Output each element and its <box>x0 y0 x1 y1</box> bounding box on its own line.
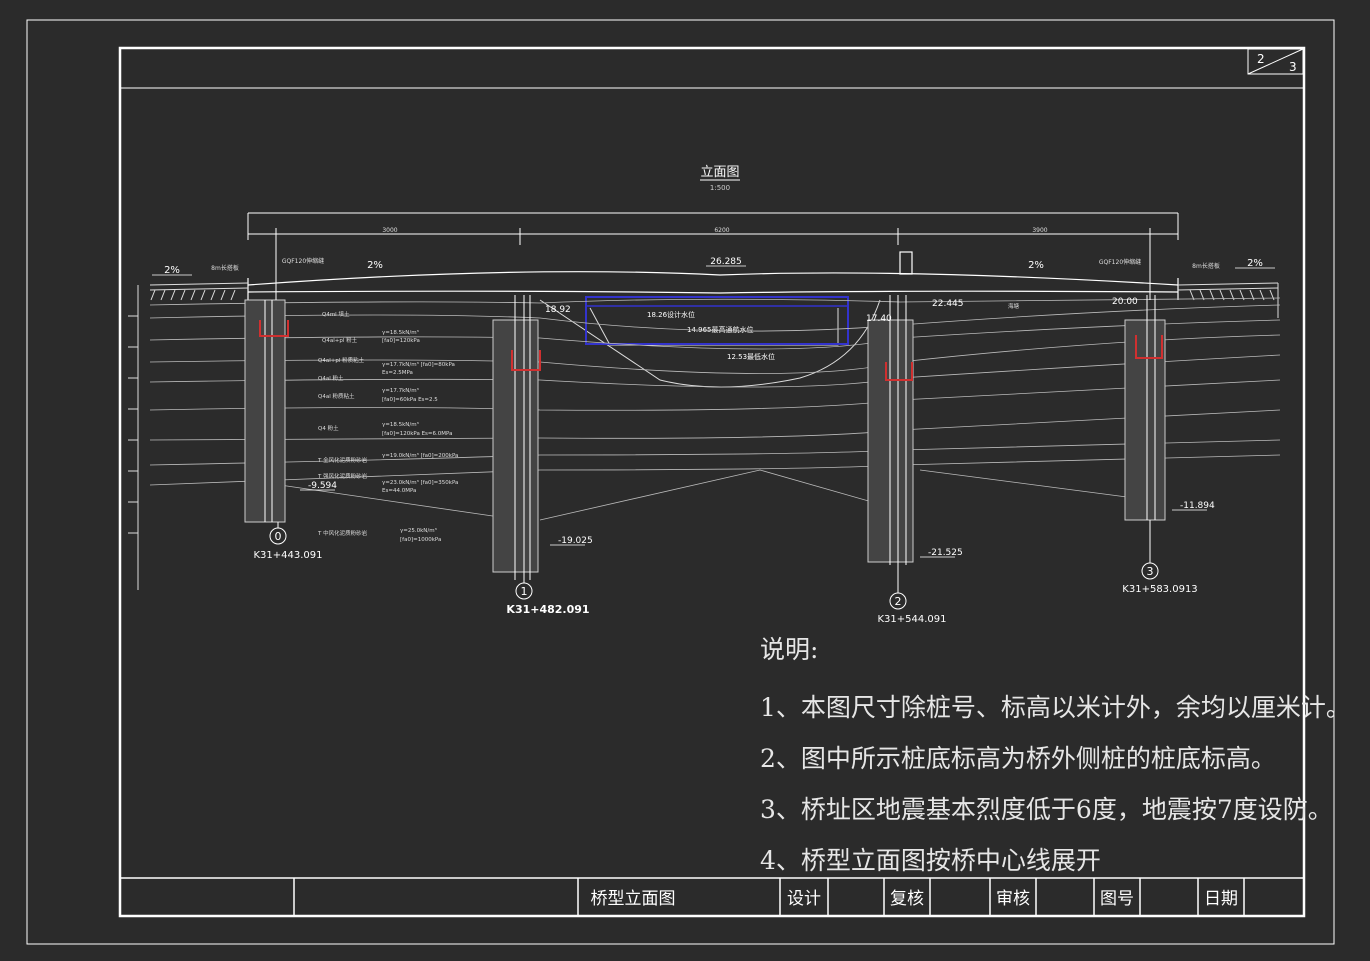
soil-l8: Q4al 粉土 <box>318 374 344 382</box>
soil-l19: Es=44.0MPa <box>382 488 416 494</box>
navigation-clearance <box>585 296 849 345</box>
soil-l9: Q4al 粉质粘土 <box>318 392 355 400</box>
tb-drawing-no: 图号 <box>1100 889 1134 909</box>
soil-l15: T 全风化泥质粉砂岩 <box>317 456 368 464</box>
pier-3-station: K31+583.0913 <box>1122 584 1197 595</box>
title-block <box>120 877 1304 916</box>
soil-l11: [fa0]=60kPa Es=2.5 <box>382 397 438 403</box>
outer-slope-left: 2% <box>164 265 180 276</box>
pier-0-num: 0 <box>275 530 282 543</box>
pier-2-top2: 22.445 <box>932 299 964 309</box>
tb-drawing-name: 桥型立面图 <box>591 889 676 909</box>
pier-1-num: 1 <box>521 585 528 598</box>
pier-0-pile-bottom: -9.594 <box>308 481 337 491</box>
soil-r-top: 海塘 <box>1008 302 1020 310</box>
tb-review: 审核 <box>996 889 1030 909</box>
notes-heading: 说明: <box>760 635 819 664</box>
soil-l2: Q4al+pl 粉土 <box>322 336 358 344</box>
pier-2-station: K31+544.091 <box>877 614 946 625</box>
soil-l22: [fa0]=1000kPa <box>400 537 441 543</box>
drawing-title: 立面图 <box>700 165 739 180</box>
soil-l1: Q4ml 填土 <box>322 310 350 318</box>
tb-check: 复核 <box>890 889 924 909</box>
drawing-scale: 1:500 <box>710 184 730 192</box>
abutment-0 <box>244 240 289 523</box>
soil-l21: γ=25.0kN/m³ <box>400 527 437 534</box>
dim-span-right: 3900 <box>1032 227 1047 234</box>
pier-3-pile-bottom: -11.894 <box>1180 501 1215 511</box>
slope-right: 2% <box>1028 260 1044 271</box>
pier-2-num: 2 <box>895 595 902 608</box>
dimension-lines <box>247 212 1179 245</box>
pier-markers <box>269 520 1159 610</box>
embankments <box>149 282 1279 318</box>
soil-l12: Q4 粉土 <box>318 424 339 432</box>
soil-l17: T 强风化泥质粉砂岩 <box>317 472 368 480</box>
soil-l4: [fa0]=120kPa <box>382 338 420 344</box>
bridge-deck <box>247 251 1179 300</box>
outer-border <box>26 19 1335 945</box>
note-item-2: 2、图中所示桩底标高为桥外侧桩的桩底标高。 <box>760 744 1276 773</box>
pier-2-top: 17.40 <box>866 314 892 324</box>
pier-3-top: 20.00 <box>1112 297 1138 307</box>
soil-l5: Q4al+pl 粉质粘土 <box>318 356 365 364</box>
note-item-1: 1、本图尺寸除桩号、标高以米计外，余均以厘米计。 <box>760 693 1351 722</box>
crown-elevation: 26.285 <box>710 257 742 267</box>
pier-1-pile-bottom: -19.025 <box>558 536 593 546</box>
pier-0-station: K31+443.091 <box>253 550 322 561</box>
soil-l6: γ=17.7kN/m³ [fa0]=80kPa <box>382 361 455 368</box>
abutment-3 <box>1124 240 1166 521</box>
sheet-number: 2 3 <box>1253 52 1301 74</box>
elevation-ruler <box>128 285 139 590</box>
notes-section: 说明: 1、本图尺寸除桩号、标高以米计外，余均以厘米计。 2、图中所示桩底标高为… <box>760 630 1351 886</box>
outer-slope-right: 2% <box>1247 258 1263 269</box>
soil-l10: γ=17.7kN/m³ <box>382 387 419 394</box>
pier-2-pile-bottom: -21.525 <box>928 548 963 558</box>
water-level-lowest: 12.53最低水位 <box>727 352 775 361</box>
pier-3-num: 3 <box>1147 565 1154 578</box>
tb-design: 设计 <box>787 889 821 909</box>
soil-l16: γ=19.0kN/m³ [fa0]=200kPa <box>382 452 458 459</box>
dim-span-mid: 6200 <box>714 227 729 234</box>
tb-date: 日期 <box>1204 889 1238 909</box>
right-expansion-joint: GQF120伸缩缝 <box>1099 258 1141 266</box>
sheet-current: 2 <box>1257 52 1265 66</box>
left-expansion-joint: GQF120伸缩缝 <box>282 257 324 265</box>
water-level-design: 18.26设计水位 <box>647 310 695 319</box>
left-approach-slab: 8m长搭板 <box>211 264 239 272</box>
water-level-navigable: 14.965最高通航水位 <box>687 325 754 334</box>
pier-1-station: K31+482.091 <box>506 603 589 616</box>
soil-l18: γ=23.0kN/m³ [fa0]=350kPa <box>382 479 458 486</box>
slope-left: 2% <box>367 260 383 271</box>
pier-1-top: 18.92 <box>545 305 571 315</box>
soil-strata <box>149 297 1281 521</box>
sheet-box <box>1247 48 1304 75</box>
soil-l7: Es=2.5MPa <box>382 370 413 376</box>
pier-1 <box>492 295 541 580</box>
inner-border <box>118 46 1306 918</box>
note-item-3: 3、桥址区地震基本烈度低于6度，地震按7度设防。 <box>760 795 1333 824</box>
soil-l13: γ=18.5kN/m³ <box>382 421 419 428</box>
note-item-4: 4、桥型立面图按桥中心线展开 <box>760 846 1101 875</box>
right-approach-slab: 8m长搭板 <box>1192 262 1220 270</box>
sheet-total: 3 <box>1289 60 1297 74</box>
soil-l20: T 中风化泥质粉砂岩 <box>317 529 368 537</box>
pier-2 <box>867 295 914 565</box>
soil-l3: γ=18.5kN/m³ <box>382 329 419 336</box>
soil-l14: [fa0]=120kPa Es=6.0MPa <box>382 431 452 437</box>
dim-span-left: 3000 <box>382 227 397 234</box>
